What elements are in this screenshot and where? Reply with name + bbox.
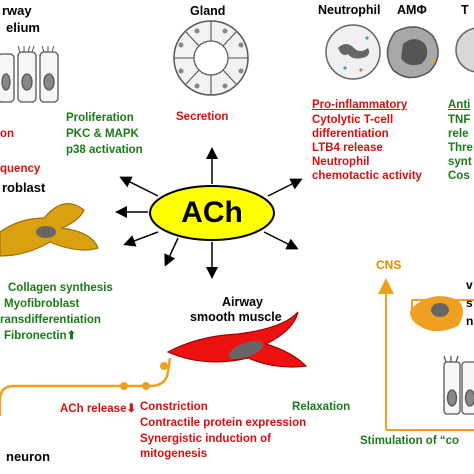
fibroblast-line-3: ransdifferentiation: [0, 314, 101, 326]
gland-title: Gland: [190, 4, 226, 18]
arrow-lower-right: [263, 231, 299, 250]
t-cell-title: T: [461, 3, 469, 17]
smooth-muscle-title-2: smooth muscle: [190, 310, 282, 324]
cns-neuron-icon: [410, 296, 463, 332]
neutrophil-icon: [325, 24, 381, 80]
pro-inflammatory-line-3: LTB4 release: [312, 142, 383, 154]
epithelium-effect-3: p38 activation: [66, 144, 143, 156]
gland-icon: [173, 20, 249, 96]
cns-right-letter-1: v: [466, 278, 473, 292]
radiating-arrows: [115, 147, 303, 279]
macrophage-icon: [386, 26, 439, 79]
cns-label: CNS: [376, 258, 402, 272]
arrow-upper-left: [119, 176, 159, 197]
pro-inflammatory-line-1: Cytolytic T-cell: [312, 114, 394, 126]
anti-inflammatory-line-2: rele: [448, 128, 469, 140]
macrophage-title: AMΦ: [397, 3, 427, 17]
pro-inflammatory-heading: Pro-inflammatory: [312, 99, 408, 111]
airway-epithelium-title-1: rway: [2, 3, 32, 18]
anti-inflammatory-heading: Anti: [448, 99, 471, 111]
cilia-icon: [17, 45, 55, 53]
ciliary-frequency-partial: quency: [0, 163, 41, 175]
cns-epithelium-icon: [443, 355, 474, 415]
pro-inflammatory-line-2: differentiation: [312, 128, 389, 140]
airway-epithelium-title-2: elium: [6, 20, 40, 35]
ach-ellipse: [149, 185, 275, 241]
epithelium-icon: [0, 51, 59, 103]
smooth-muscle-title-1: Airway: [222, 295, 263, 309]
smooth-muscle-line-3: Synergistic induction of: [140, 433, 271, 445]
smooth-muscle-line-1: Constriction: [140, 401, 208, 413]
up-arrow-icon: ⬆: [66, 330, 77, 342]
anti-inflammatory-line-3: Thre: [448, 142, 473, 154]
arrow-upper-right: [267, 178, 303, 197]
fibroblast-line-1: Collagen synthesis: [8, 282, 113, 294]
fibronectin-label: Fibronectin: [4, 330, 67, 342]
epithelium-effect-2: PKC & MAPK: [66, 128, 139, 140]
fibroblast-title: roblast: [2, 180, 46, 195]
cns-right-letter-3: n: [466, 314, 474, 328]
anti-inflammatory-line-1: TNF: [448, 114, 471, 126]
epithelium-red-partial: on: [0, 128, 15, 140]
smooth-muscle-line-4: mitogenesis: [140, 448, 208, 460]
ach-release: ACh release⬇: [60, 402, 136, 416]
cns-right-letter-2: s: [466, 296, 473, 310]
smooth-muscle-icon: [166, 311, 308, 368]
neuron-axon: [0, 357, 172, 416]
fibroblast-line-2: Myofibroblast: [4, 298, 80, 310]
pro-inflammatory-line-5: chemotactic activity: [312, 170, 422, 182]
arrow-lower-left: [123, 231, 159, 247]
smooth-muscle-line-2: Contractile protein expression: [140, 417, 307, 429]
ach-label: ACh: [181, 196, 243, 229]
fibroblast-icon: [0, 203, 99, 257]
pro-inflammatory-line-4: Neutrophil: [312, 156, 370, 168]
cns-stimulation: Stimulation of “co: [360, 435, 460, 447]
neuron-label: neuron: [6, 449, 51, 464]
relaxation-label: Relaxation: [292, 401, 351, 413]
anti-inflammatory-line-4: synt: [448, 156, 472, 168]
gland-secretion: Secretion: [176, 111, 229, 123]
neutrophil-title: Neutrophil: [318, 3, 381, 17]
anti-inflammatory-line-5: Cos: [448, 170, 470, 182]
epithelium-effect-1: Proliferation: [66, 112, 134, 124]
t-cell-icon: [455, 27, 474, 73]
down-arrow-icon: ⬇: [126, 403, 137, 415]
ach-release-label: ACh release: [60, 403, 127, 415]
arrow-down-left: [164, 237, 179, 267]
fibroblast-line-4: Fibronectin⬆: [4, 329, 76, 343]
